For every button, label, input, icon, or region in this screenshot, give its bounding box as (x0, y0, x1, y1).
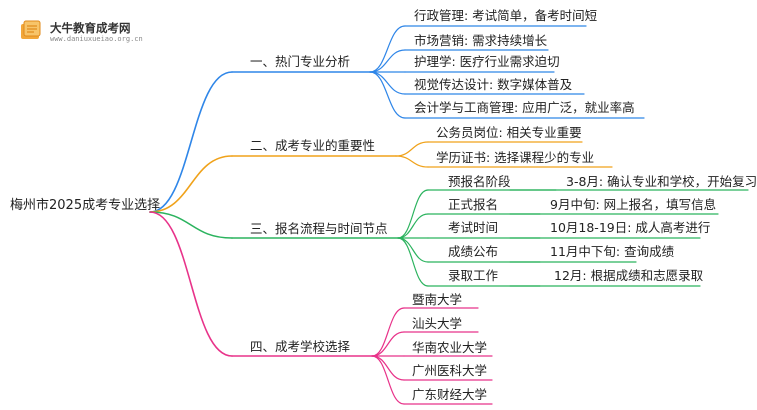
process-step-name: 预报名阶段 (448, 174, 511, 189)
leaf-school: 广东财经大学 (412, 387, 488, 402)
leaf-connector (397, 237, 429, 263)
branch-label-process: 三、报名流程与时间节点 (250, 221, 388, 236)
leaf-school: 汕头大学 (412, 316, 463, 331)
process-step-detail: 11月中下旬: 查询成绩 (550, 244, 675, 259)
leaf-connector (397, 237, 429, 287)
leaf-connector (395, 141, 429, 157)
leaf-connector (371, 355, 405, 381)
leaf-school: 华南农业大学 (412, 340, 488, 355)
root-connector (149, 155, 233, 213)
leaf-connector (369, 71, 406, 95)
logo-book-icon (21, 20, 41, 39)
leaf-school: 暨南大学 (412, 292, 463, 307)
leaf-hot-major: 行政管理: 考试简单，备考时间短 (414, 8, 598, 23)
branch-label-schools: 四、成考学校选择 (250, 339, 351, 354)
process-step-detail: 9月中旬: 网上报名，填写信息 (550, 197, 717, 212)
logo-url: www.daniuxueiao.org.cn (50, 35, 143, 43)
leaf-connector (369, 49, 406, 73)
branch-label-importance: 二、成考专业的重要性 (250, 138, 376, 153)
root-connector (149, 211, 233, 357)
process-step-name: 成绩公布 (448, 244, 499, 259)
leaf-hot-major: 护理学: 医疗行业需求迫切 (414, 54, 560, 69)
leaf-connector (371, 331, 405, 357)
leaf-school: 广州医科大学 (412, 363, 488, 378)
process-step-name: 录取工作 (448, 268, 499, 283)
logo-title: 大牛教育成考网 (50, 21, 131, 35)
process-step-detail: 12月: 根据成绩和志愿录取 (554, 268, 704, 283)
root-node: 梅州市2025成考专业选择 (10, 198, 161, 213)
leaf-hot-major: 市场营销: 需求持续增长 (414, 33, 548, 48)
process-step-detail: 3-8月: 确认专业和学校，开始复习 (566, 174, 757, 189)
leaf-importance: 公务员岗位: 相关专业重要 (436, 125, 582, 140)
leaf-connector (397, 213, 429, 239)
branch-label-hot-majors: 一、热门专业分析 (250, 54, 351, 69)
leaf-connector (371, 307, 405, 357)
root-connector (149, 71, 233, 213)
leaf-connector (397, 189, 429, 239)
process-step-name: 正式报名 (448, 197, 499, 212)
leaf-connector (369, 25, 406, 73)
leaf-importance: 学历证书: 选择课程少的专业 (436, 150, 595, 165)
leaf-hot-major: 视觉传达设计: 数字媒体普及 (414, 77, 573, 92)
root-connector (149, 211, 233, 239)
leaf-connector (395, 155, 429, 168)
leaf-connector (369, 71, 406, 119)
process-step-detail: 10月18-19日: 成人高考进行 (550, 220, 711, 235)
leaf-connector (371, 355, 405, 405)
leaf-hot-major: 会计学与工商管理: 应用广泛，就业率高 (414, 100, 635, 115)
process-step-name: 考试时间 (448, 220, 499, 235)
